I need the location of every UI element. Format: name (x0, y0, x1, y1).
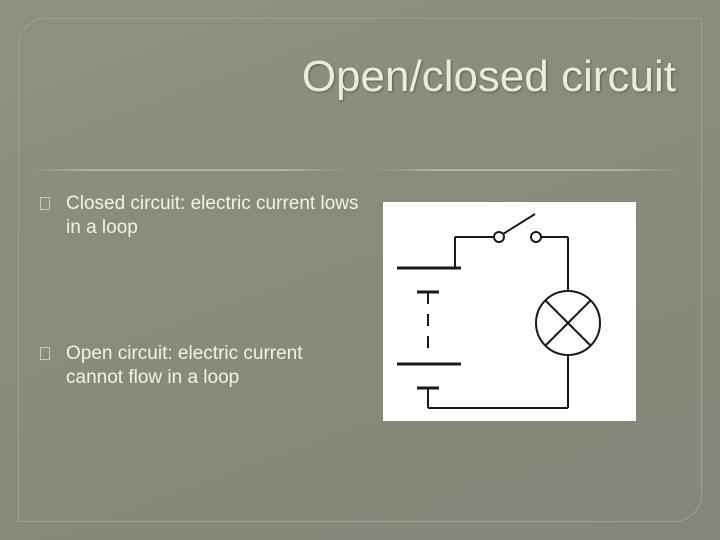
circuit-diagram (383, 202, 636, 421)
bullet-closed-circuit: Closed circuit: electric current lows in… (40, 192, 360, 240)
bullet-text: Open circuit: electric current cannot fl… (66, 343, 303, 388)
title-divider-left (30, 169, 348, 171)
switch-lever (502, 213, 536, 235)
title-divider-right (374, 169, 680, 171)
bullet-marker-icon (40, 197, 50, 210)
bullet-open-circuit: Open circuit: electric current cannot fl… (40, 342, 360, 390)
lamp-icon (535, 290, 601, 356)
battery-icon (397, 266, 461, 390)
circuit-wires (427, 236, 569, 409)
circuit-diagram-svg (397, 213, 601, 409)
lamp-cross-2 (544, 299, 592, 347)
switch-contact-left (493, 231, 505, 243)
switch-contact-right (530, 231, 542, 243)
bullet-marker-icon (40, 347, 50, 360)
switch-icon (493, 213, 542, 243)
bullet-list: Closed circuit: electric current lows in… (40, 192, 360, 390)
bullet-text: Closed circuit: electric current lows in… (66, 193, 359, 238)
slide-frame (18, 18, 702, 522)
slide-title: Open/closed circuit (301, 52, 676, 101)
